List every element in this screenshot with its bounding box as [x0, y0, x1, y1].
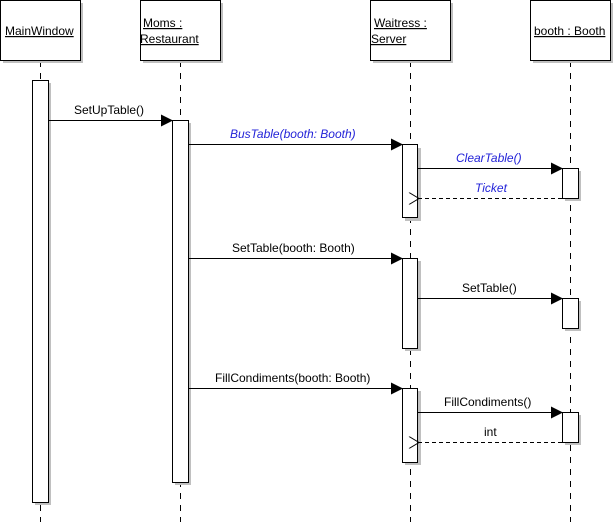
message-label: ClearTable() — [456, 151, 522, 165]
message-label: FillCondiments(booth: Booth) — [215, 371, 370, 385]
participant-box — [530, 0, 611, 61]
participant-booth[interactable]: booth : Booth — [530, 0, 614, 64]
message-setuptable[interactable]: SetUpTable() — [49, 103, 173, 127]
activation-booth-3 — [562, 412, 581, 445]
activation-waitress-1 — [402, 144, 421, 221]
participant-waitress[interactable]: Waitress : Server — [370, 0, 454, 64]
participant-label-line1: Waitress : — [374, 16, 427, 30]
participant-label: booth : Booth — [534, 24, 605, 38]
message-fillcondiments[interactable]: FillCondiments() — [418, 395, 563, 419]
message-label: SetTable(booth: Booth) — [232, 241, 355, 255]
participant-box — [0, 0, 81, 61]
message-settable-booth[interactable]: SetTable(booth: Booth) — [189, 241, 403, 265]
participant-label-line1: Moms : — [143, 16, 182, 30]
message-label: Ticket — [475, 181, 508, 195]
message-cleartable[interactable]: ClearTable() — [418, 151, 563, 175]
participant-label: MainWindow — [5, 24, 74, 38]
activation-waitress-3 — [402, 388, 421, 465]
message-settable[interactable]: SetTable() — [418, 281, 563, 305]
participant-label-line2: Restaurant — [140, 32, 199, 46]
message-fillcondiments-booth[interactable]: FillCondiments(booth: Booth) — [189, 371, 403, 395]
activation-waitress-2 — [402, 258, 421, 351]
message-label: SetUpTable() — [74, 103, 144, 117]
message-bustable[interactable]: BusTable(booth: Booth) — [189, 127, 403, 151]
activation-booth-2 — [562, 298, 581, 331]
participant-box — [140, 0, 221, 61]
message-label: BusTable(booth: Booth) — [230, 127, 356, 141]
message-label: SetTable() — [462, 281, 517, 295]
message-label: FillCondiments() — [444, 395, 531, 409]
participant-moms[interactable]: Moms : Restaurant — [140, 0, 223, 64]
participant-box — [370, 0, 451, 61]
message-ticket[interactable]: Ticket — [419, 181, 562, 199]
activation-moms — [172, 120, 191, 485]
activation-mainwindow — [32, 80, 51, 505]
activation-booth-1 — [562, 168, 581, 201]
participant-label-line2: Server — [371, 32, 406, 46]
message-int[interactable]: int — [419, 425, 562, 443]
participant-mainwindow[interactable]: MainWindow — [0, 0, 84, 64]
message-label: int — [484, 425, 497, 439]
